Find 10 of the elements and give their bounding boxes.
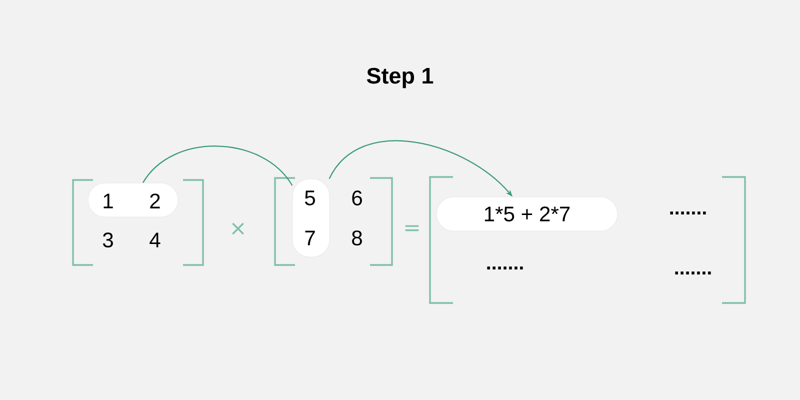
ellipsis: .......	[487, 266, 523, 270]
highlight-pill: 1 2	[88, 182, 178, 218]
matrix-entry: 8	[352, 230, 362, 246]
highlight-pill: 5 7	[292, 178, 330, 258]
ellipsis: .......	[675, 272, 711, 274]
highlight-pill: 1*5 + 2*7	[436, 196, 618, 232]
matrix-entry: 6	[352, 190, 362, 206]
ellipsis: .......	[670, 212, 706, 214]
operator-sign: ×	[232, 222, 244, 235]
title: Step 1	[366, 68, 434, 88]
